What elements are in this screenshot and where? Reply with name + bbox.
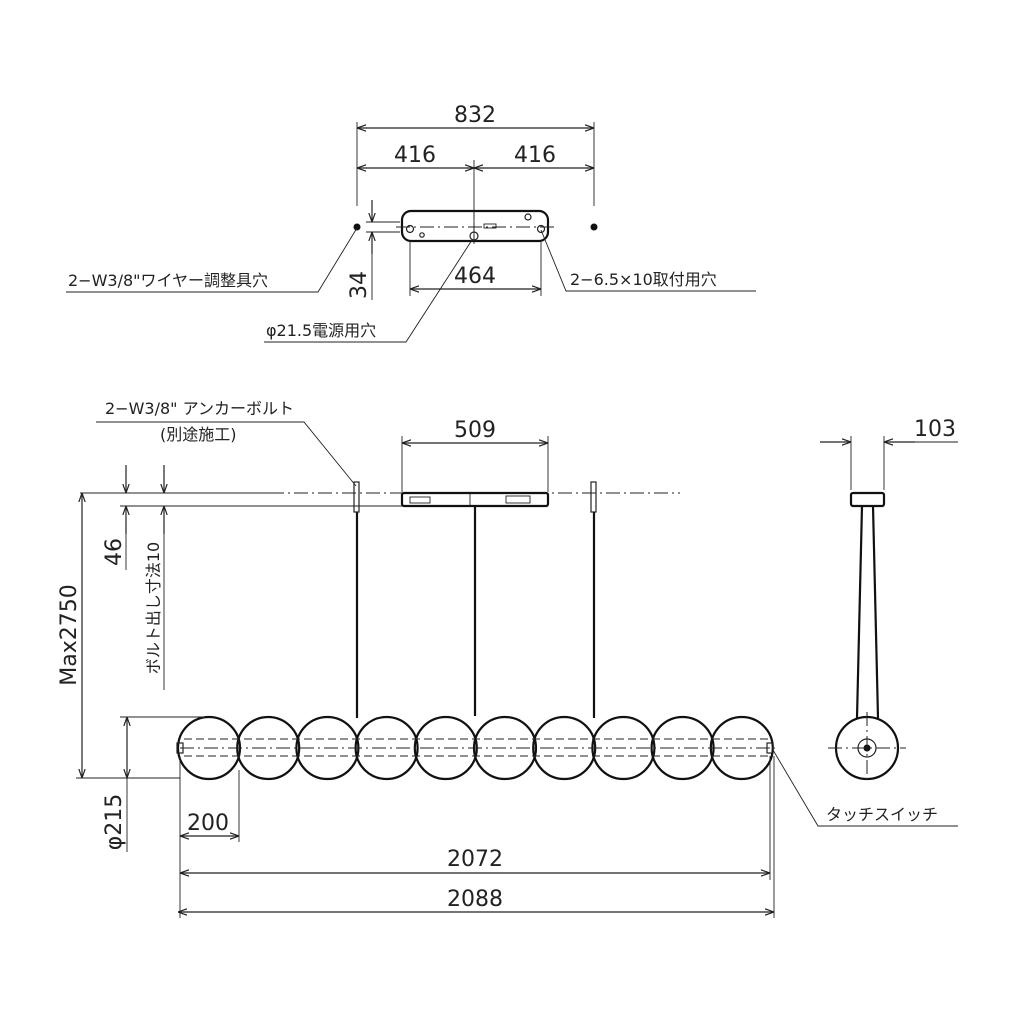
note-wire-adjust: 2−W3/8"ワイヤー調整具穴 — [68, 271, 268, 290]
front-view: 2−W3/8" アンカーボルト (別途施工) 509 46 ボルト出し寸法 — [57, 399, 958, 918]
note-mount-hole: 2−6.5×10取付用穴 — [570, 270, 717, 289]
dim-34-label: 34 — [347, 271, 372, 299]
canopy — [400, 491, 550, 508]
note-power-hole: φ21.5電源用穴 — [266, 321, 376, 340]
dim-2072-label: 2072 — [447, 847, 503, 872]
dim-200-label: 200 — [187, 811, 229, 836]
dim-416-right-label: 416 — [514, 143, 556, 168]
anchor-bolt-left — [353, 481, 360, 513]
wire-hole-right-dot — [590, 223, 598, 231]
touch-switch — [766, 742, 774, 754]
top-view: 832 416 416 34 464 2−W3/8"ワイヤー調整具穴 — [66, 103, 756, 343]
side-canopy — [849, 491, 886, 508]
anchor-bolt-right — [590, 481, 597, 513]
dim-509-label: 509 — [454, 418, 496, 443]
power-hole — [469, 231, 479, 241]
dim-464-label: 464 — [454, 264, 496, 289]
side-wire-right — [871, 505, 880, 719]
mount-hole-right — [536, 224, 546, 234]
mount-hole-left — [405, 224, 415, 234]
side-view: 103 — [820, 417, 958, 784]
dim-416-left-label: 416 — [394, 143, 436, 168]
wire-hole-left-dot — [353, 223, 361, 231]
note-anchor-bolt-sub: (別途施工) — [160, 425, 237, 444]
dim-103-label: 103 — [914, 417, 956, 442]
end-cap-left — [176, 742, 184, 754]
dim-832-label: 832 — [454, 103, 496, 128]
dim-max2750-label: Max2750 — [57, 584, 82, 685]
dim-46-label: 46 — [102, 538, 127, 566]
note-touch-switch: タッチスイッチ — [826, 805, 938, 824]
dim-phi215-label: φ215 — [102, 794, 127, 851]
base-plate — [400, 209, 550, 243]
note-anchor-bolt: 2−W3/8" アンカーボルト — [105, 399, 294, 418]
note-bolt-projection: ボルト出し寸法10 — [144, 542, 163, 674]
side-wire-left — [855, 505, 864, 719]
dim-2088-label: 2088 — [447, 887, 503, 912]
